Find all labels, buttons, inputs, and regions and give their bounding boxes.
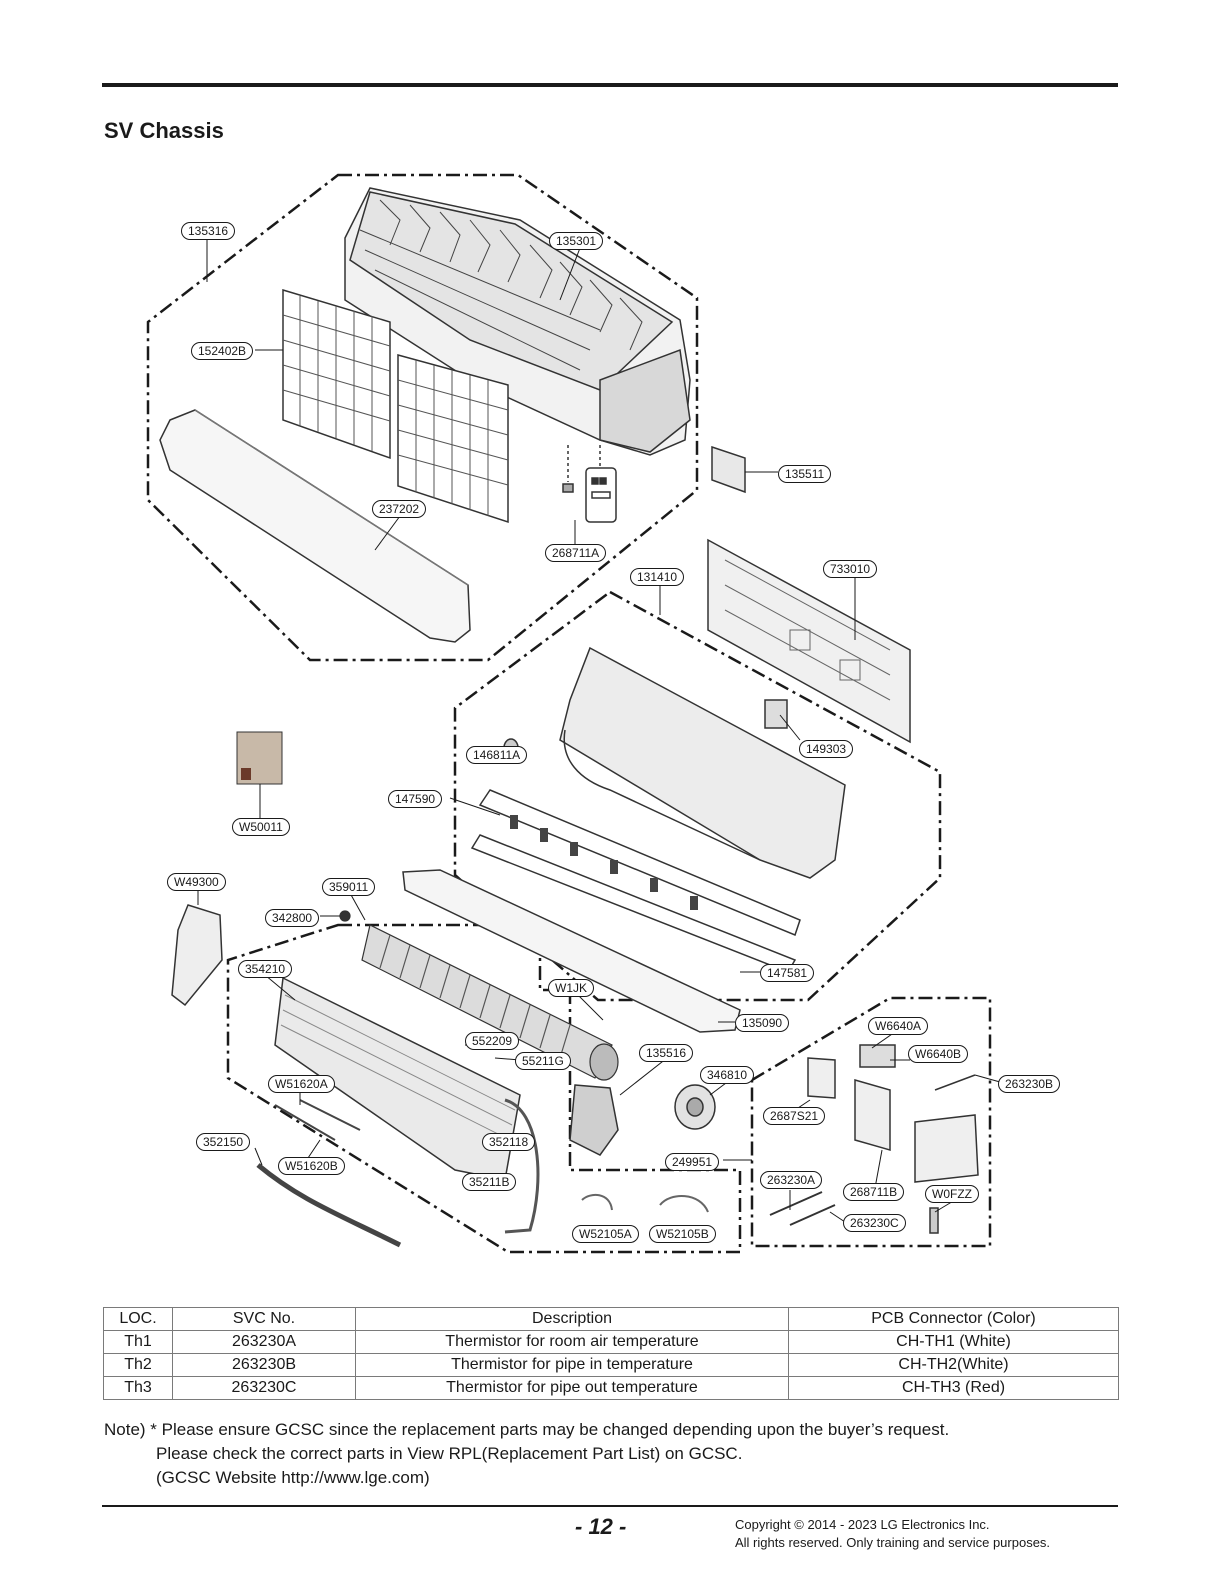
part-label[interactable]: 135516 — [639, 1044, 694, 1062]
evaporator-group-outline — [226, 923, 742, 1254]
bottom-rule — [102, 1505, 1118, 1507]
page-number: - 12 - — [575, 1514, 627, 1539]
leader-lines — [197, 238, 1001, 1223]
filter-part — [282, 288, 509, 524]
part-label[interactable]: 135511 — [778, 465, 832, 483]
part-label[interactable]: 352118 — [482, 1133, 536, 1151]
part-label[interactable]: 135090 — [735, 1014, 790, 1032]
part-label[interactable]: 131410 — [630, 568, 685, 586]
table-cell: Th2 — [103, 1353, 173, 1377]
copyright-line: Copyright © 2014 - 2023 LG Electronics I… — [735, 1517, 990, 1532]
part-label[interactable]: W52105B — [649, 1225, 716, 1243]
note-link-line[interactable]: (GCSC Website http://www.lge.com) — [156, 1468, 430, 1487]
manual-part — [236, 731, 283, 785]
cross-flow-fan-part — [339, 910, 619, 1081]
part-label[interactable]: 354210 — [238, 960, 293, 978]
part-label[interactable]: 733010 — [823, 560, 878, 578]
exploded-parts-diagram — [146, 173, 1001, 1254]
part-label[interactable]: W1JK — [548, 979, 595, 997]
table-cell: Th1 — [103, 1330, 173, 1354]
part-label[interactable]: W0FZZ — [925, 1185, 979, 1203]
part-label[interactable]: 263230B — [998, 1075, 1061, 1093]
part-label[interactable]: W6640A — [868, 1017, 929, 1035]
part-label[interactable]: W49300 — [167, 873, 226, 891]
part-label[interactable]: 346810 — [700, 1066, 755, 1084]
col-header-pcb-connector: PCB Connector (Color) — [788, 1307, 1119, 1331]
col-header-loc: LOC. — [103, 1307, 173, 1331]
part-label[interactable]: W6640B — [908, 1045, 969, 1063]
drain-pan-part — [402, 869, 741, 1033]
part-label[interactable]: 35211B — [462, 1173, 517, 1191]
pipe-parts — [274, 1099, 361, 1141]
part-label[interactable]: 249951 — [665, 1153, 720, 1171]
part-label[interactable]: W52105A — [572, 1225, 639, 1243]
part-label[interactable]: 268711A — [545, 544, 607, 562]
part-label[interactable]: 149303 — [799, 740, 854, 758]
part-label[interactable]: W51620A — [268, 1075, 335, 1093]
front-cover-part — [344, 187, 691, 456]
part-label[interactable]: 147590 — [388, 790, 443, 808]
copyright: Copyright © 2014 - 2023 LG Electronics I… — [735, 1516, 1050, 1552]
part-label[interactable]: 263230A — [760, 1171, 823, 1189]
table-cell: CH-TH3 (Red) — [788, 1376, 1119, 1400]
col-header-svc-no: SVC No. — [172, 1307, 356, 1331]
table-cell: 263230C — [172, 1376, 356, 1400]
hose-parts — [581, 1193, 709, 1213]
motor-holder-part — [569, 1084, 619, 1156]
table-cell: Th3 — [103, 1376, 173, 1400]
col-header-description: Description — [355, 1307, 789, 1331]
fan-motor-part — [674, 1084, 716, 1130]
display-pcb-part — [562, 445, 617, 523]
top-rule — [102, 83, 1118, 87]
control-box-group-outline — [750, 996, 992, 1248]
part-label[interactable]: 135316 — [181, 222, 236, 240]
part-label[interactable]: 352150 — [196, 1133, 251, 1151]
table-cell: Thermistor for room air temperature — [355, 1330, 789, 1354]
table-cell: 263230B — [172, 1353, 356, 1377]
thermistor-table: LOC. SVC No. Description PCB Connector (… — [103, 1307, 1119, 1400]
table-row: Th3 263230C Thermistor for pipe out temp… — [103, 1376, 1119, 1400]
table-row: Th1 263230A Thermistor for room air temp… — [103, 1330, 1119, 1354]
part-label[interactable]: W50011 — [232, 818, 290, 836]
part-label[interactable]: W51620B — [278, 1157, 345, 1175]
part-label[interactable]: 359011 — [322, 878, 376, 896]
note-line: Please check the correct parts in View R… — [156, 1444, 743, 1463]
part-label[interactable]: 237202 — [372, 500, 427, 518]
front-panel-part — [159, 409, 471, 643]
part-label[interactable]: 135301 — [549, 232, 604, 250]
table-cell: Thermistor for pipe in temperature — [355, 1353, 789, 1377]
control-box-part — [769, 1044, 979, 1234]
table-cell: CH-TH2(White) — [788, 1353, 1119, 1377]
note-block: Note) * Please ensure GCSC since the rep… — [104, 1418, 949, 1490]
table-row: Th2 263230B Thermistor for pipe in tempe… — [103, 1353, 1119, 1377]
table-cell: CH-TH1 (White) — [788, 1330, 1119, 1354]
side-bracket-part — [171, 904, 223, 1007]
table-header-row: LOC. SVC No. Description PCB Connector (… — [103, 1307, 1119, 1331]
part-label[interactable]: 2687S21 — [763, 1107, 826, 1125]
part-label[interactable]: 342800 — [265, 909, 320, 927]
copyright-line: All rights reserved. Only training and s… — [735, 1535, 1051, 1550]
drain-hose-part — [256, 1163, 402, 1248]
section-title: SV Chassis — [104, 118, 224, 143]
chassis-part — [503, 646, 846, 879]
front-panel-group-outline — [146, 173, 699, 662]
part-label[interactable]: 146811A — [466, 746, 528, 764]
table-cell: 263230A — [172, 1330, 356, 1354]
part-label[interactable]: 268711B — [843, 1183, 905, 1201]
part-label[interactable]: 147581 — [760, 964, 815, 982]
note-line: Note) * Please ensure GCSC since the rep… — [104, 1420, 950, 1439]
small-cover-part — [711, 445, 746, 494]
part-label[interactable]: 552209 — [465, 1032, 520, 1050]
part-label-layer: 135316 135301 152402B 237202 268711A 135… — [167, 222, 1061, 1243]
part-label[interactable]: 263230C — [843, 1214, 906, 1232]
installation-plate-part — [707, 538, 911, 744]
part-label[interactable]: 152402B — [191, 342, 254, 360]
part-label[interactable]: 55211G — [515, 1052, 571, 1070]
table-cell: Thermistor for pipe out temperature — [355, 1376, 789, 1400]
